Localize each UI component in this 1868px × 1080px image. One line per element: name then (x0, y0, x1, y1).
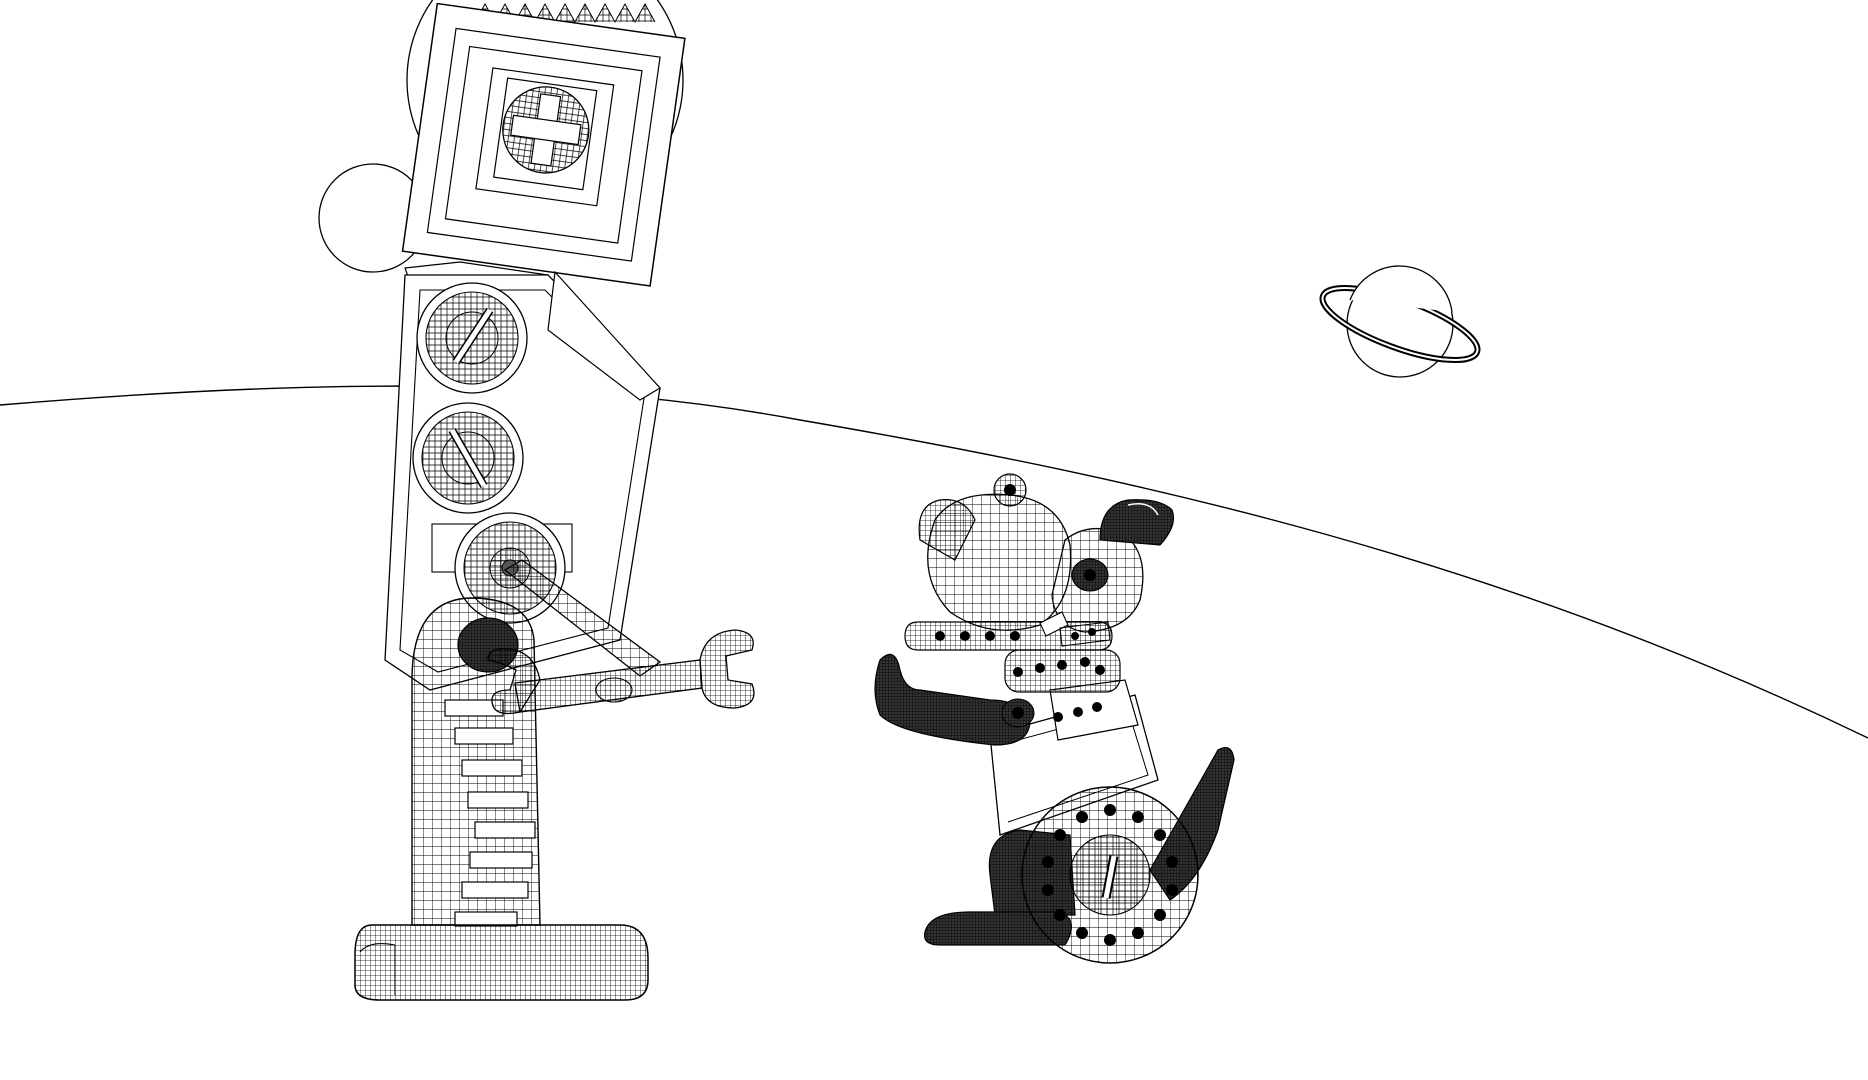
wrench-icon (487, 629, 755, 715)
robot-kangaroo-figure (874, 473, 1235, 964)
robot-head (401, 2, 686, 287)
kangaroo-ears (1099, 499, 1175, 546)
robot-gauge-1 (416, 282, 528, 394)
horizon-curve (0, 385, 1868, 739)
robot-gauge-2 (412, 402, 524, 514)
kangaroo-dial (1021, 786, 1199, 964)
ringed-planet-icon (1319, 265, 1481, 378)
robot-figure (318, 0, 755, 1001)
robot-foot (354, 924, 649, 1001)
robot-leg-ribs (444, 699, 536, 927)
robot-arm (503, 559, 662, 677)
